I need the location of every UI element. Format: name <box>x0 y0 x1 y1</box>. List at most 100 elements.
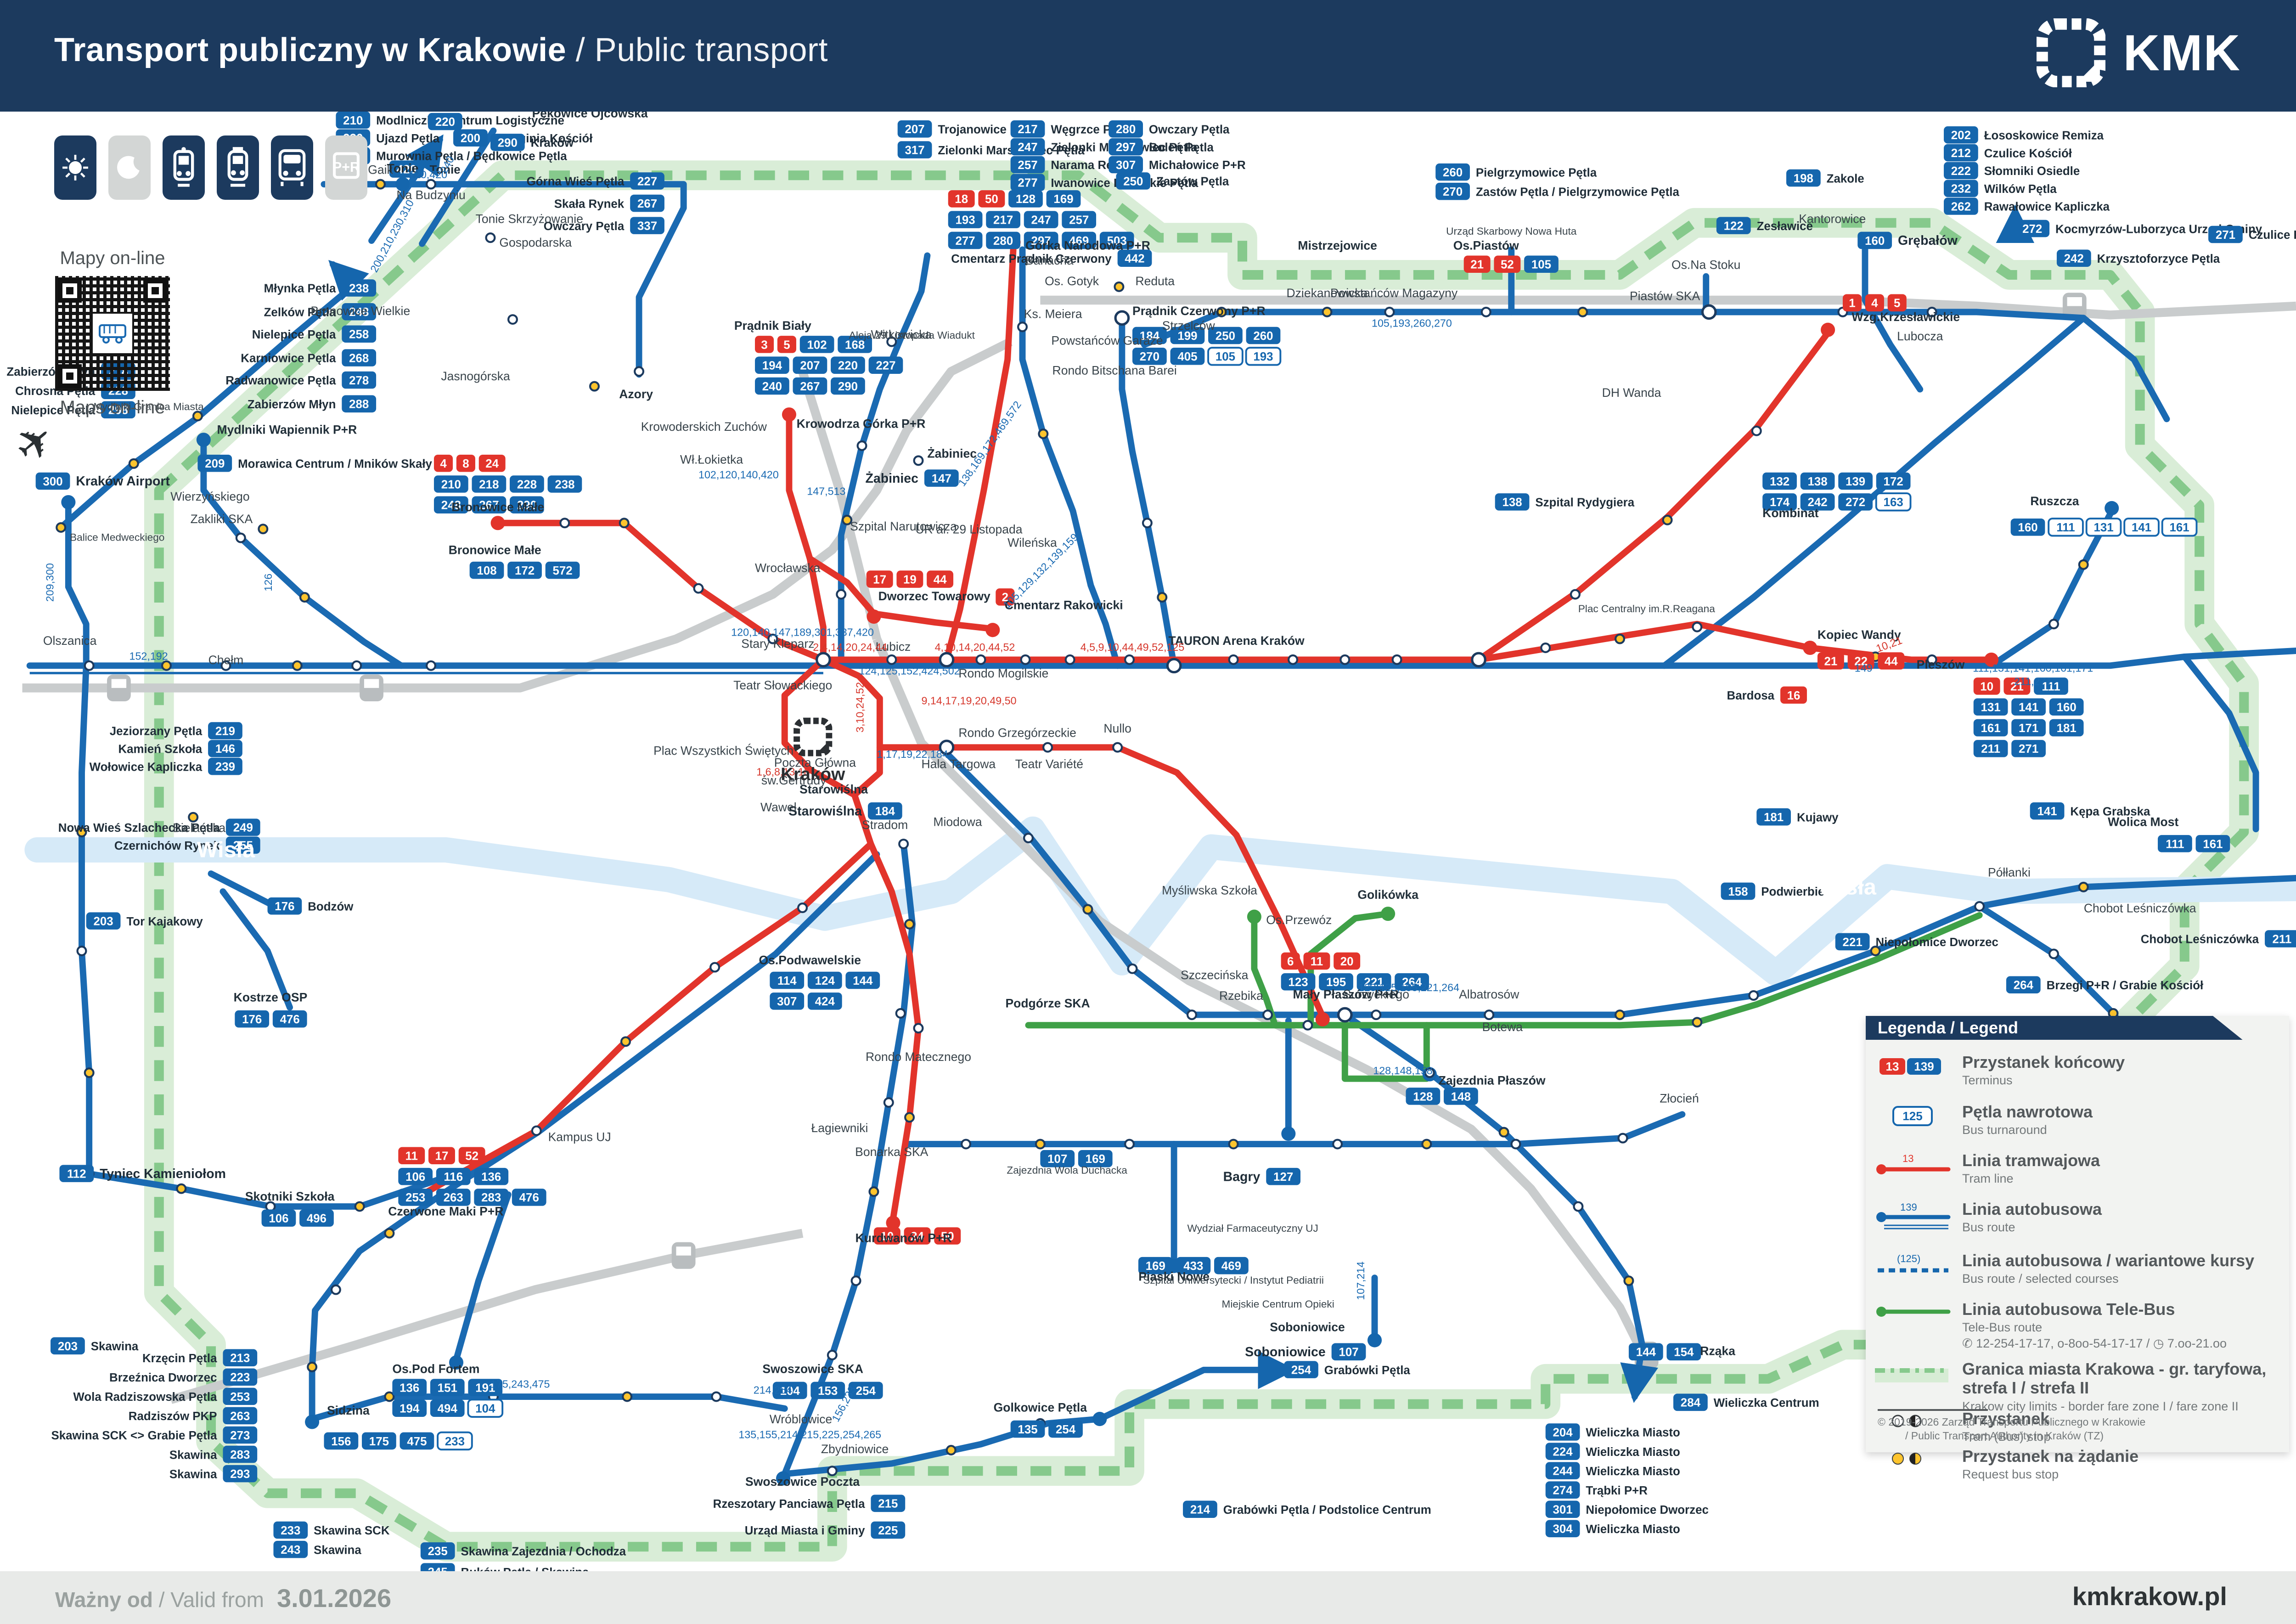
svg-text:8: 8 <box>462 457 469 470</box>
route-badge <box>2015 220 2050 237</box>
svg-text:144: 144 <box>1636 1346 1656 1359</box>
route-number-label: 107,214 <box>1355 1262 1367 1300</box>
route-badge <box>428 113 462 130</box>
terminal-name: Zastów Pętla <box>1156 175 1229 188</box>
svg-text:19: 19 <box>903 573 917 586</box>
terminal-name: Niepołomice Dworzec <box>1586 1504 1708 1517</box>
stop-label: Czerwone Maki P+R <box>388 1204 503 1218</box>
stop-label: Starowiślna <box>799 783 868 796</box>
stop-dot <box>2048 619 2059 630</box>
stop-label: Os. Gotyk <box>1045 274 1099 288</box>
route-badge <box>223 1407 258 1425</box>
route-badge <box>336 111 371 129</box>
stop-dot <box>898 839 909 850</box>
stop-label: Bronowice Małe <box>449 543 541 557</box>
kmk-logo-icon <box>2037 18 2105 87</box>
terminal-name: Skawina <box>314 1544 361 1556</box>
terminus-dot <box>449 1355 464 1370</box>
request-stop-dot <box>1322 306 1333 317</box>
stop-label: Zajezdnia Wola Duchacka <box>1007 1165 1127 1176</box>
svg-text:24: 24 <box>911 1230 924 1243</box>
route-badge <box>1331 1343 1366 1361</box>
svg-text:199: 199 <box>1177 330 1197 343</box>
stop-dot <box>1692 621 1703 632</box>
svg-text:Kraków: Kraków <box>781 764 845 784</box>
route-badge <box>1207 347 1244 366</box>
route-badge <box>838 336 872 353</box>
svg-text:469: 469 <box>1221 1260 1241 1273</box>
route-badge <box>51 1337 85 1355</box>
route-badge <box>2085 518 2122 537</box>
route-badge <box>1463 255 1491 273</box>
stop-dot <box>856 440 867 451</box>
svg-text:304: 304 <box>1553 1523 1573 1536</box>
stop-dot <box>507 314 518 325</box>
route-badge <box>2011 719 2046 737</box>
route-badge <box>2195 835 2230 852</box>
route-badge <box>1214 1257 1249 1274</box>
terminal-name: Krzęcin Pętla <box>142 1352 217 1365</box>
request-stop-dot <box>1692 1017 1703 1028</box>
stop-label: Rondo Matecznego <box>866 1050 971 1064</box>
svg-text:210: 210 <box>343 114 363 127</box>
svg-text:169: 169 <box>1146 1260 1165 1273</box>
route-badge <box>755 356 789 374</box>
terminal-name: Wieliczka Miasto <box>1586 1427 1680 1439</box>
svg-text:235: 235 <box>428 1545 448 1558</box>
svg-text:264: 264 <box>1402 976 1422 989</box>
stop-label: Poczta Główna <box>774 756 856 769</box>
route-badge <box>1010 138 1045 156</box>
stop-label: Podgórze SKA <box>1005 996 1090 1010</box>
terminus-dot <box>1315 1012 1330 1026</box>
route-badge <box>1048 1420 1083 1438</box>
request-stop-dot <box>56 522 67 533</box>
route-badge <box>267 897 302 915</box>
route-badge <box>1973 698 2008 716</box>
svg-text:169: 169 <box>1053 193 1073 206</box>
svg-text:147: 147 <box>932 472 951 485</box>
svg-text:280: 280 <box>993 235 1013 248</box>
route-number-label: 126 <box>262 574 274 592</box>
route-badge <box>1132 327 1167 344</box>
route-badge <box>468 1379 503 1396</box>
route-badge <box>59 1165 94 1182</box>
svg-text:475: 475 <box>407 1435 427 1448</box>
route-badge <box>398 1167 433 1185</box>
route-badge <box>362 1432 396 1450</box>
svg-text:141: 141 <box>2037 805 2057 818</box>
stop-label: UR al. 29 Listopada <box>916 522 1023 536</box>
svg-text:494: 494 <box>438 1403 458 1415</box>
svg-text:258: 258 <box>349 328 369 341</box>
stop-label: Półłanki <box>1988 866 2031 880</box>
svg-text:198: 198 <box>1794 172 1813 185</box>
terminal-name: Karniowice Pętla <box>241 352 336 365</box>
svg-text:154: 154 <box>1674 1346 1694 1359</box>
svg-text:135: 135 <box>1018 1423 1037 1436</box>
route-number-label: 1,6,8,13,18 <box>756 766 810 778</box>
terminal-name: Bodzów <box>308 900 354 913</box>
request-stop-dot <box>84 1067 95 1078</box>
route-badge <box>478 454 506 472</box>
svg-text:301: 301 <box>1553 1504 1572 1517</box>
route-badge <box>398 1189 433 1206</box>
svg-text:139: 139 <box>1846 475 1865 488</box>
svg-text:250: 250 <box>1123 175 1143 188</box>
request-stop-dot <box>1615 1009 1625 1021</box>
terminal-name: Radwanowice Pętla <box>225 374 336 387</box>
stop-dot <box>797 902 808 914</box>
terminus-dot <box>305 1415 320 1429</box>
route-badge <box>1944 197 1978 215</box>
svg-text:228: 228 <box>517 478 537 491</box>
stop-dot <box>1540 643 1551 654</box>
svg-text:203: 203 <box>58 1340 78 1353</box>
stop-dot <box>1751 425 1762 436</box>
stop-label: DH Wanda <box>1602 386 1661 400</box>
stop-label: Wł.Łokietka <box>680 452 743 466</box>
route-badge <box>1138 1257 1173 1274</box>
svg-text:283: 283 <box>230 1449 250 1461</box>
stop-label: Mistrzejowice <box>1298 239 1377 253</box>
svg-text:176: 176 <box>242 1013 262 1026</box>
request-stop-dot <box>128 458 139 469</box>
terminus-dot <box>1281 1126 1296 1141</box>
